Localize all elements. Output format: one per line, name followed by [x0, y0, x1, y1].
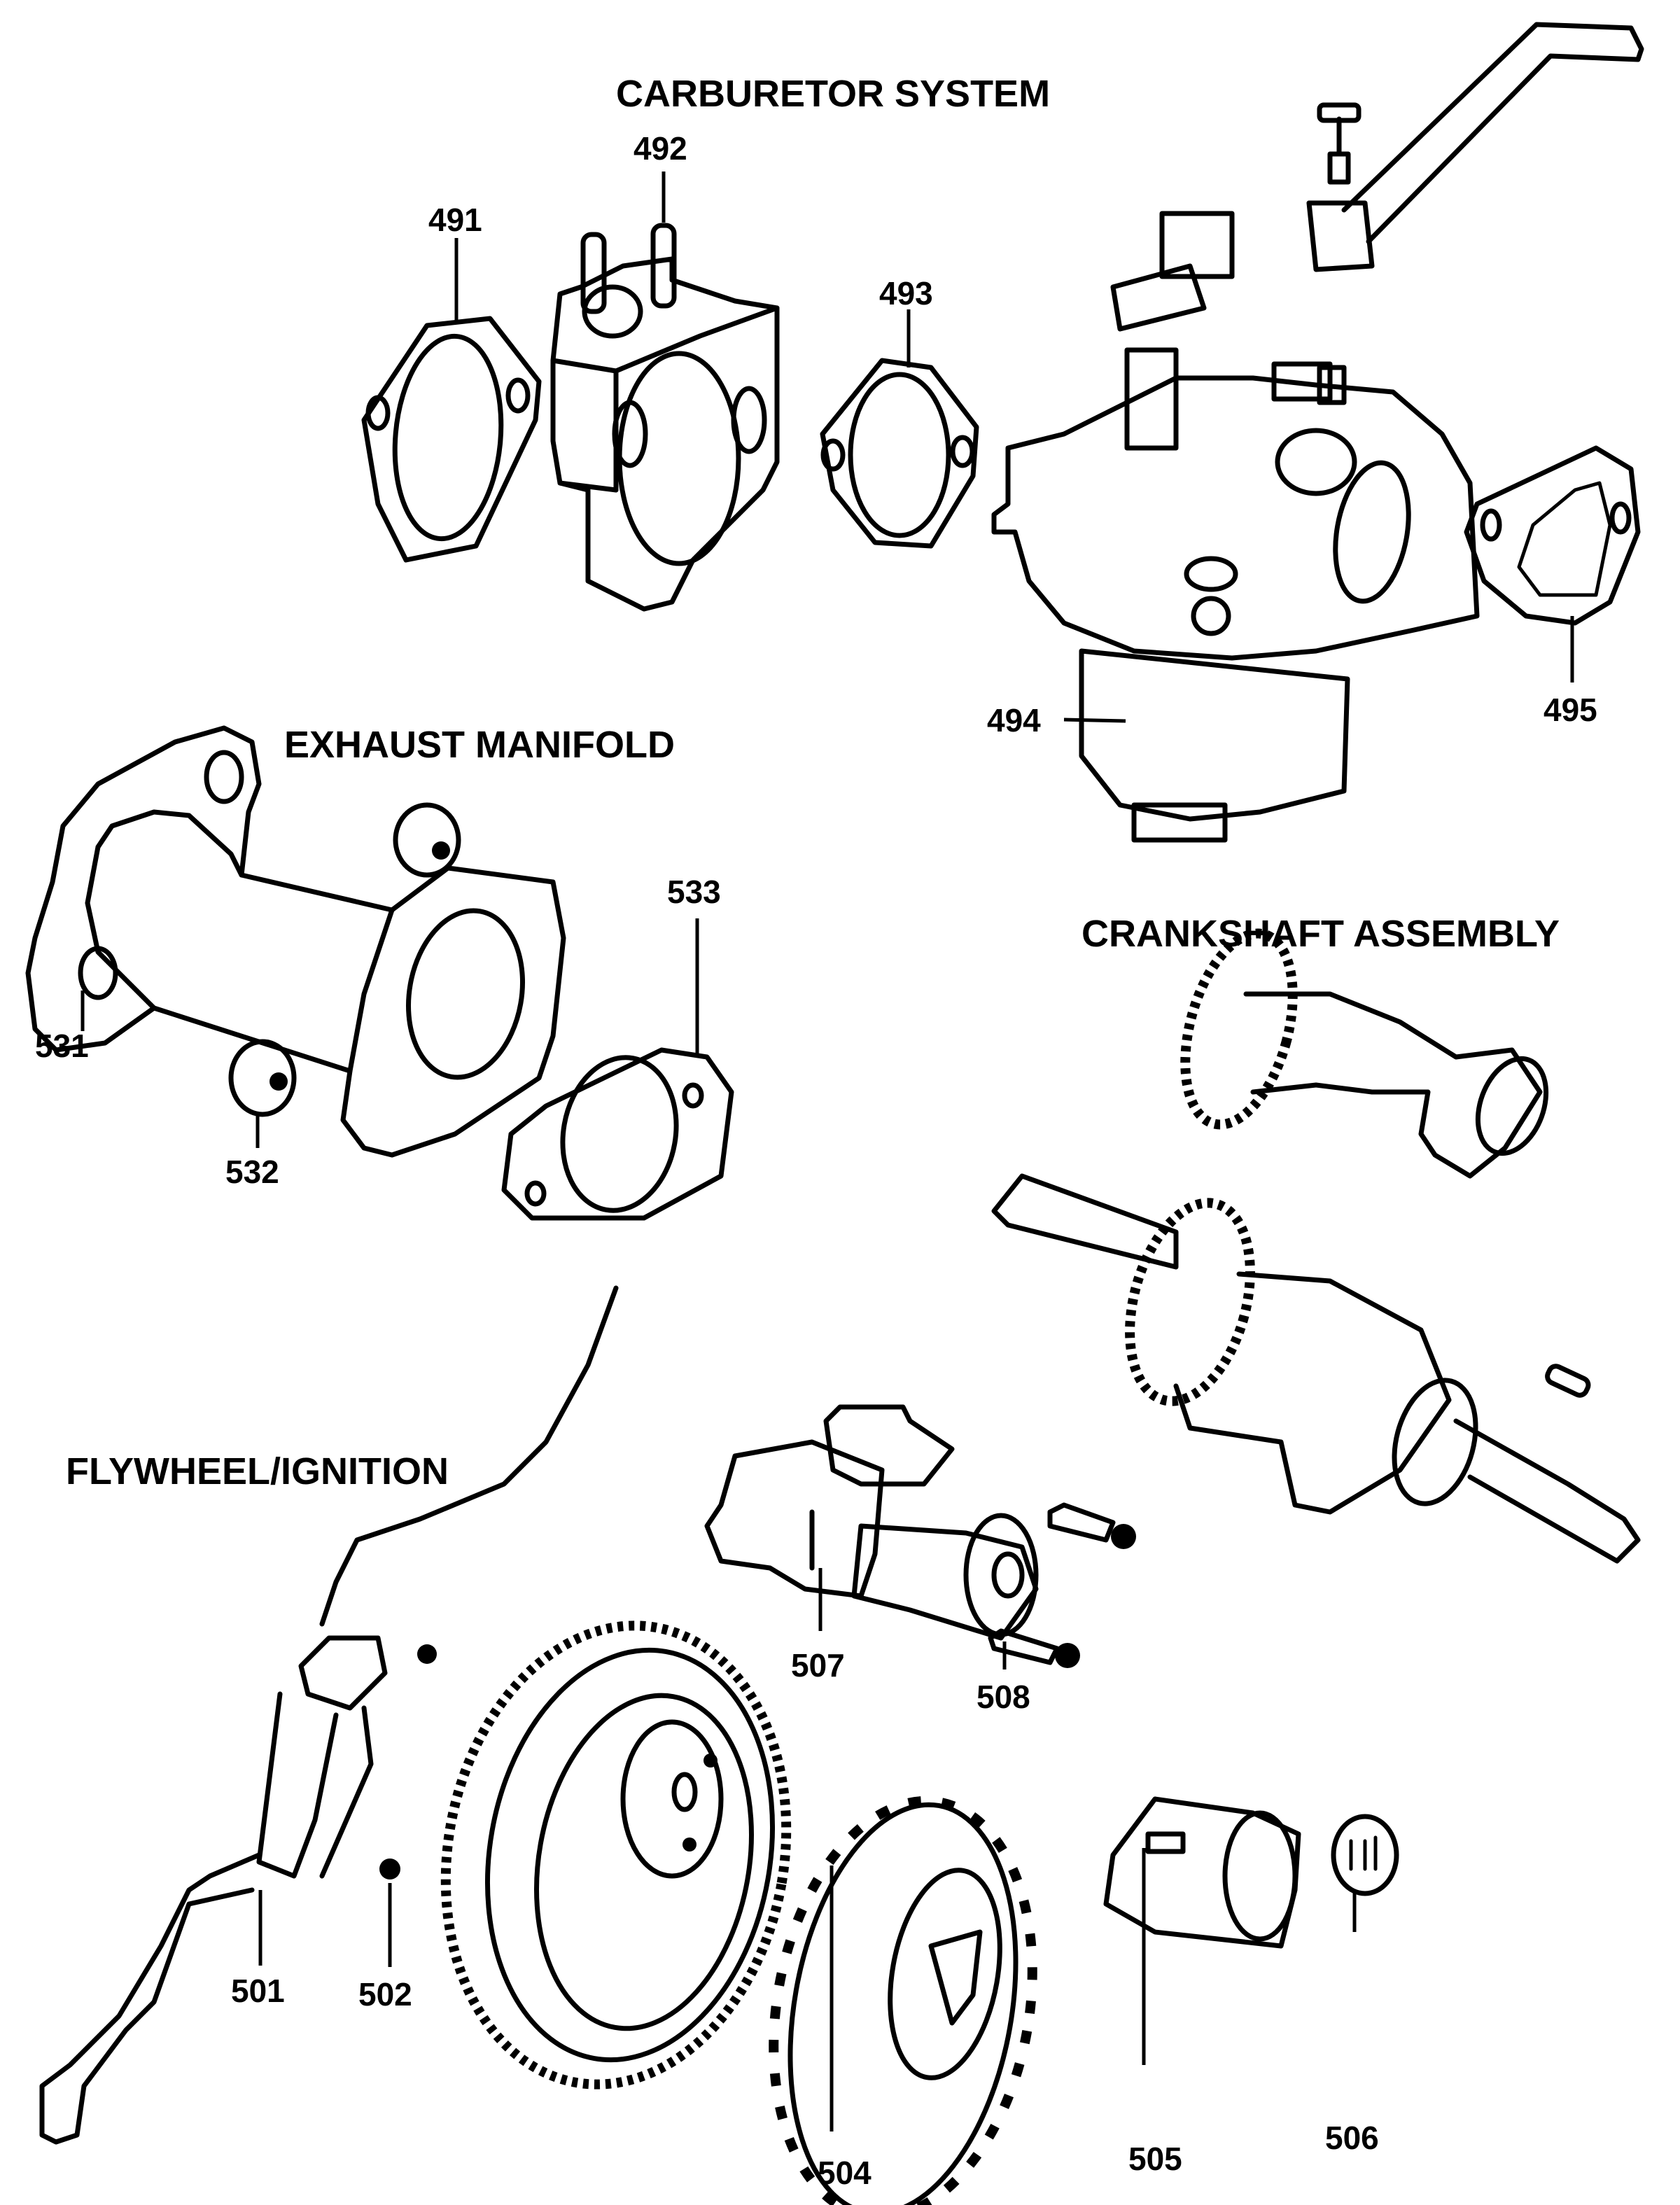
- part-flywheel[interactable]: [410, 1598, 821, 2111]
- label-492[interactable]: 492: [634, 130, 687, 167]
- part-533-gasket[interactable]: [501, 1047, 734, 1221]
- part-531-exhaust-manifold[interactable]: [25, 725, 566, 1158]
- part-505-starter-cup[interactable]: [1103, 1796, 1301, 1949]
- label-491[interactable]: 491: [428, 202, 482, 238]
- title-exhaust-manifold: EXHAUST MANIFOLD: [284, 724, 675, 766]
- leader-494: [1063, 718, 1126, 723]
- label-504[interactable]: 504: [818, 2155, 872, 2191]
- part-532-nut[interactable]: [228, 1039, 297, 1117]
- part-492-carburetor-spacer[interactable]: [550, 223, 780, 612]
- part-504-cooling-fan[interactable]: [743, 1780, 1064, 2205]
- label-505[interactable]: 505: [1128, 2141, 1182, 2177]
- title-carburetor-system: CARBURETOR SYSTEM: [616, 73, 1050, 115]
- title-crankshaft-assembly: CRANKSHAFT ASSEMBLY: [1082, 913, 1560, 955]
- title-flywheel-ignition: FLYWHEEL/IGNITION: [66, 1450, 449, 1492]
- part-495-gasket[interactable]: [1464, 445, 1641, 626]
- part-494-carburetor[interactable]: [991, 22, 1644, 843]
- label-533[interactable]: 533: [667, 874, 721, 910]
- label-506[interactable]: 506: [1325, 2120, 1379, 2156]
- part-502-nut[interactable]: [379, 1858, 400, 1879]
- label-531[interactable]: 531: [35, 1028, 89, 1064]
- label-507[interactable]: 507: [791, 1647, 845, 1684]
- label-494[interactable]: 494: [987, 702, 1041, 738]
- part-camshaft[interactable]: [1166, 922, 1558, 1179]
- part-532-nut-upper[interactable]: [393, 802, 461, 878]
- label-508[interactable]: 508: [976, 1679, 1030, 1715]
- part-507-starter-motor[interactable]: [704, 1404, 1039, 1641]
- label-493[interactable]: 493: [879, 275, 933, 312]
- label-532[interactable]: 532: [225, 1154, 279, 1190]
- part-491-gasket[interactable]: [361, 316, 542, 563]
- part-crankshaft[interactable]: [991, 1173, 1641, 1564]
- part-508-bolt[interactable]: [988, 1628, 1080, 1668]
- part-501-ignition-coil[interactable]: [39, 1285, 619, 2145]
- label-495[interactable]: 495: [1544, 692, 1597, 728]
- part-506-flywheel-nut[interactable]: [1331, 1814, 1399, 1896]
- part-508-bolt-upper[interactable]: [1047, 1502, 1136, 1549]
- part-493-gasket[interactable]: [820, 358, 979, 549]
- label-502[interactable]: 502: [358, 1976, 412, 2012]
- part-502-nut-upper[interactable]: [417, 1644, 437, 1664]
- label-501[interactable]: 501: [231, 1973, 285, 2009]
